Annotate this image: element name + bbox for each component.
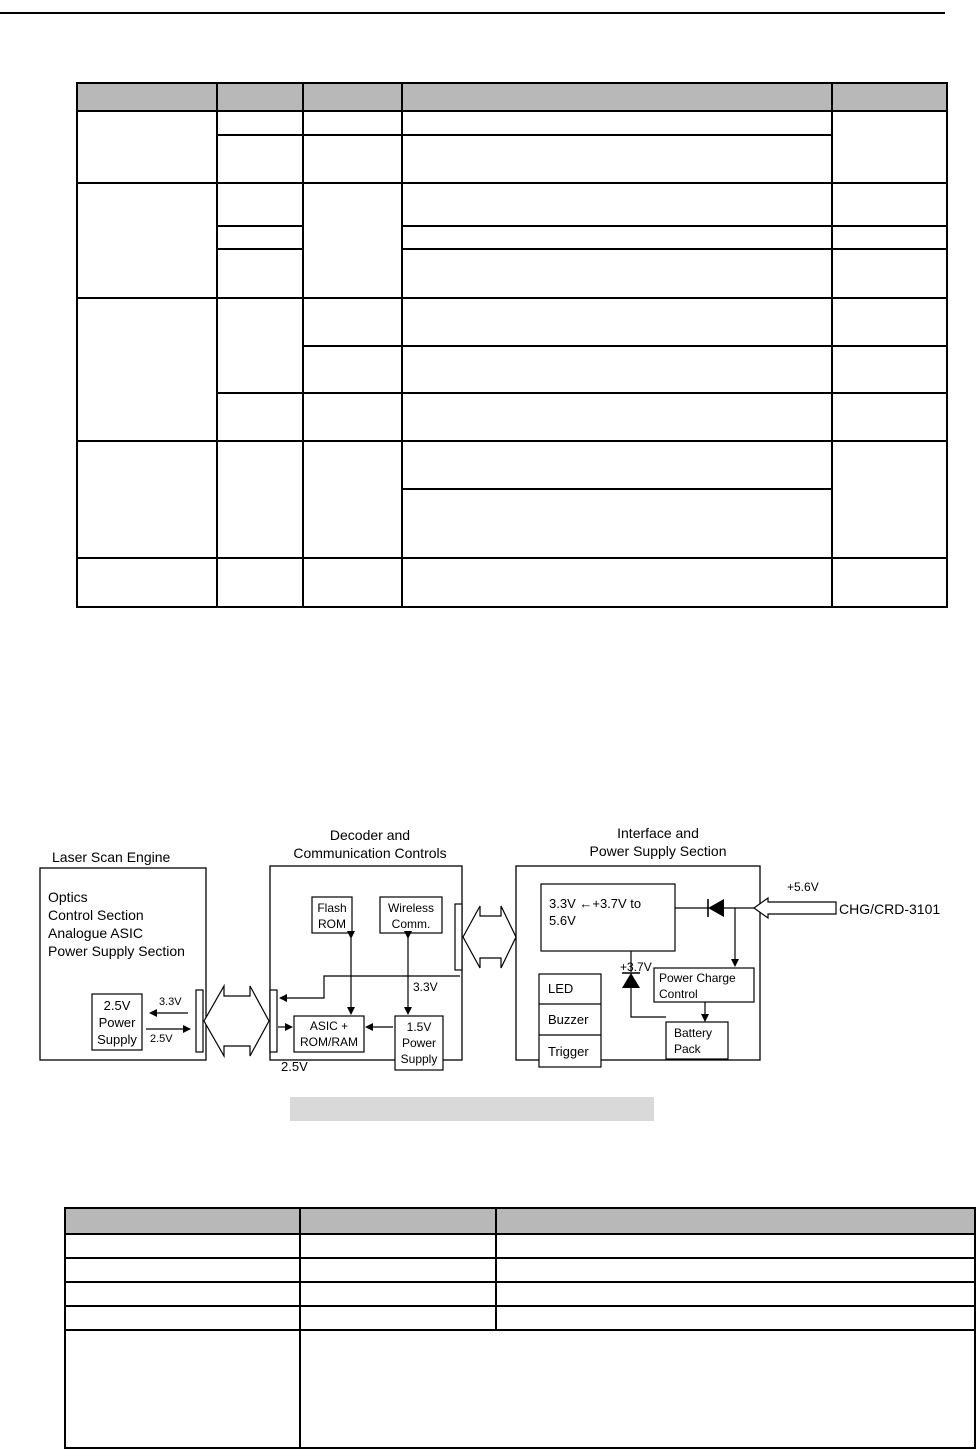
row-divider [76,557,948,559]
decoder-title: Communication Controls [293,845,446,861]
voltage-label: +5.6V [787,880,819,894]
block-diagram: Laser Scan Engine Optics Control Section… [39,825,940,1074]
voltage-label: 2.5V [281,1059,308,1074]
data-bus-arrow [462,905,517,969]
row-divider [76,110,948,112]
charger-label: CHG/CRD-3101 [839,901,940,917]
power-charge-control-label: Control [659,987,698,1001]
decoder-power-supply-label: 1.5V [407,1020,432,1034]
decoder-title: Decoder and [330,827,410,843]
row-divider [401,488,833,490]
3-3v-line [279,975,460,1002]
row-divider [76,440,948,442]
row-divider [216,134,833,136]
voltage-label: 3.3V [159,996,182,1008]
row-divider [216,248,304,250]
flash-rom-label: ROM [318,917,346,931]
diode-icon [622,973,640,988]
laser-engine-item: Power Supply Section [48,943,185,959]
asic-box [293,1015,365,1053]
voltage-label: 2.5V [150,1033,173,1045]
page-header-rule [0,12,945,14]
flash-rom-label: Flash [317,901,346,915]
row-divider [64,1305,976,1307]
column-divider [299,1207,301,1449]
figure-caption-bar [290,1097,654,1121]
decoder-power-supply-box [394,1015,444,1071]
trigger-label: Trigger [548,1044,589,1059]
row-divider [64,1257,976,1259]
flash-rom-box [311,896,353,934]
voltage-label: 3.3V [413,980,438,994]
wireless-comm-label: Comm. [392,917,431,931]
data-bus-arrow [203,983,270,1059]
voltage-converter-box [540,883,676,952]
laser-engine-item: Analogue ASIC [48,925,143,941]
connector [454,903,463,971]
power-input-arrow [752,896,837,920]
row-divider [64,1329,976,1331]
row-divider [216,225,304,227]
power-charge-control-box [653,967,755,1003]
row-divider [216,392,948,394]
table-header-row [78,84,946,111]
asic-label: ROM/RAM [300,1035,358,1049]
laser-engine-item: Control Section [48,907,144,923]
decoder-power-supply-label: Power [402,1036,436,1050]
interface-title: Interface and [617,825,699,841]
row-divider [401,248,948,250]
laser-power-supply-box [91,993,143,1051]
row-divider [76,297,948,299]
buzzer-label: Buzzer [548,1012,589,1027]
battery-pack-label: Pack [674,1042,702,1056]
laser-engine-item: Optics [48,889,88,905]
battery-line [630,988,666,1018]
connector [195,989,204,1053]
led-box [538,973,602,1068]
voltage-label: +3.7V [620,960,652,974]
battery-pack-label: Battery [674,1026,712,1040]
laser-engine-title: Laser Scan Engine [52,849,171,865]
interface-title: Power Supply Section [590,843,727,859]
diode-icon [708,899,724,917]
column-divider [216,82,218,608]
voltage-converter-label: 3.3V ←+3.7V to [549,896,641,911]
voltage-converter-label: 5.6V [549,913,576,928]
decoder-power-supply-label: Supply [401,1052,438,1066]
row-divider [401,225,948,227]
row-divider [64,1233,976,1235]
row-divider [302,345,948,347]
row-divider [64,1281,976,1283]
specification-table [76,82,948,608]
laser-power-supply-label: 2.5V [104,998,131,1013]
row-divider [76,182,948,184]
column-divider [495,1207,497,1331]
led-label: LED [548,981,573,996]
connector [269,989,278,1053]
table-border [64,1207,976,1449]
laser-power-supply-label: Supply [97,1032,137,1047]
power-charge-control-label: Power Charge [659,971,736,985]
table-header-row [66,1209,974,1234]
asic-label: ASIC + [310,1019,348,1033]
battery-pack-box [665,1021,729,1060]
laser-power-supply-label: Power [99,1015,137,1030]
wireless-comm-label: Wireless [388,901,434,915]
parts-table [64,1207,976,1449]
